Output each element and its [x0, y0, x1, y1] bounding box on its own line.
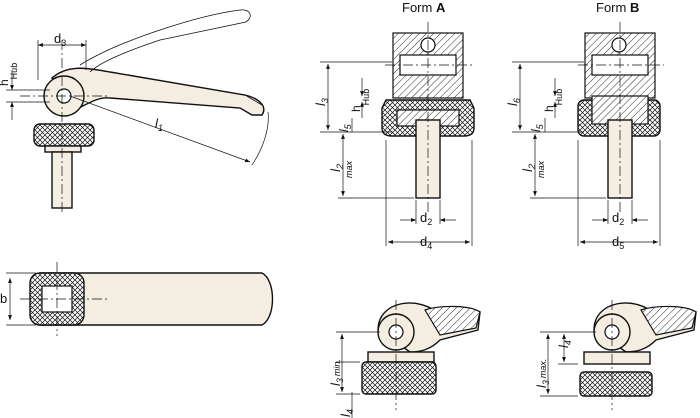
label-d2-form-b: d2: [612, 210, 624, 227]
label-d4: d4: [420, 234, 432, 251]
label-l1: l1: [155, 116, 163, 133]
label-h-hub-form-b: hHub: [542, 89, 564, 112]
form-b-title: Form B: [596, 0, 639, 15]
detail-min-clamp: [336, 300, 481, 418]
label-h-hub-form-a: hHub: [349, 89, 371, 112]
label-l3-max: l3max.: [534, 359, 551, 388]
lever-open-position: [79, 9, 251, 73]
label-l4-max-detail: l4: [556, 340, 573, 348]
washer: [44, 145, 82, 153]
form-a-section: [320, 22, 475, 246]
side-view: [6, 9, 269, 215]
label-l6-form-b: l6: [505, 98, 522, 106]
label-b: b: [0, 291, 7, 306]
label-l4-min-detail: l4: [338, 409, 355, 417]
knurled-nut: [33, 123, 95, 147]
label-l2-form-b: l2max: [520, 160, 546, 178]
detail-b-knurled-nut: [579, 371, 653, 397]
detail-a-knurled-nut: [361, 361, 437, 395]
label-d3: d3: [54, 31, 66, 48]
label-l3-min: l3min.: [328, 359, 345, 386]
form-a-title: Form A: [402, 0, 446, 15]
l1-dimension-line: [69, 95, 251, 163]
label-l5-form-a: l5: [337, 123, 353, 132]
label-h-hub-left: hHub: [0, 63, 19, 86]
lever-plan: [39, 272, 274, 326]
label-d2-form-a: d2: [420, 210, 432, 227]
detail-max-clamp: [540, 300, 697, 410]
lever-tip-edge: [244, 94, 263, 106]
label-l3-form-a: l3: [313, 98, 330, 106]
label-l5-form-b: l5: [529, 123, 545, 132]
plan-view: [6, 262, 274, 336]
label-l2-form-a: l2max: [328, 160, 354, 178]
form-b-section: [512, 22, 664, 246]
label-d5: d5: [612, 234, 624, 251]
